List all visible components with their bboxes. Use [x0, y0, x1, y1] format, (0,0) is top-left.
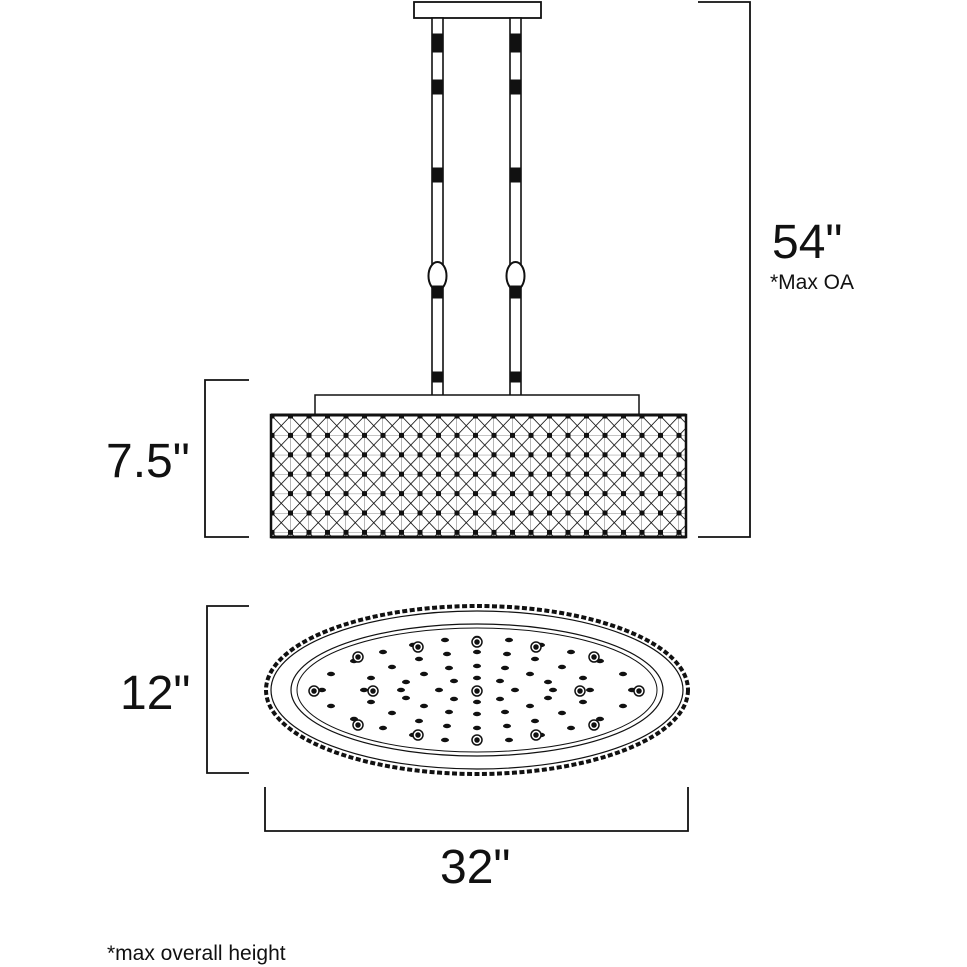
max-oa-note: *Max OA [770, 271, 854, 294]
depth-bracket [206, 605, 249, 774]
overall-height-bracket [698, 1, 751, 538]
oval-bottom-view-icon [264, 604, 690, 776]
ceiling-canopy-icon [413, 1, 542, 19]
depth-label: 12" [120, 667, 190, 720]
shade-height-bracket [204, 379, 249, 538]
footnote-text: *max overall height [107, 942, 286, 965]
suspension-rod-icon [427, 17, 526, 397]
width-label: 32" [440, 841, 510, 894]
crystal-grid-shade-icon [269, 413, 688, 539]
top-plate [314, 394, 640, 416]
overall-height-label: 54" [772, 216, 842, 269]
shade-height-label: 7.5" [106, 435, 190, 488]
width-bracket [264, 787, 689, 832]
